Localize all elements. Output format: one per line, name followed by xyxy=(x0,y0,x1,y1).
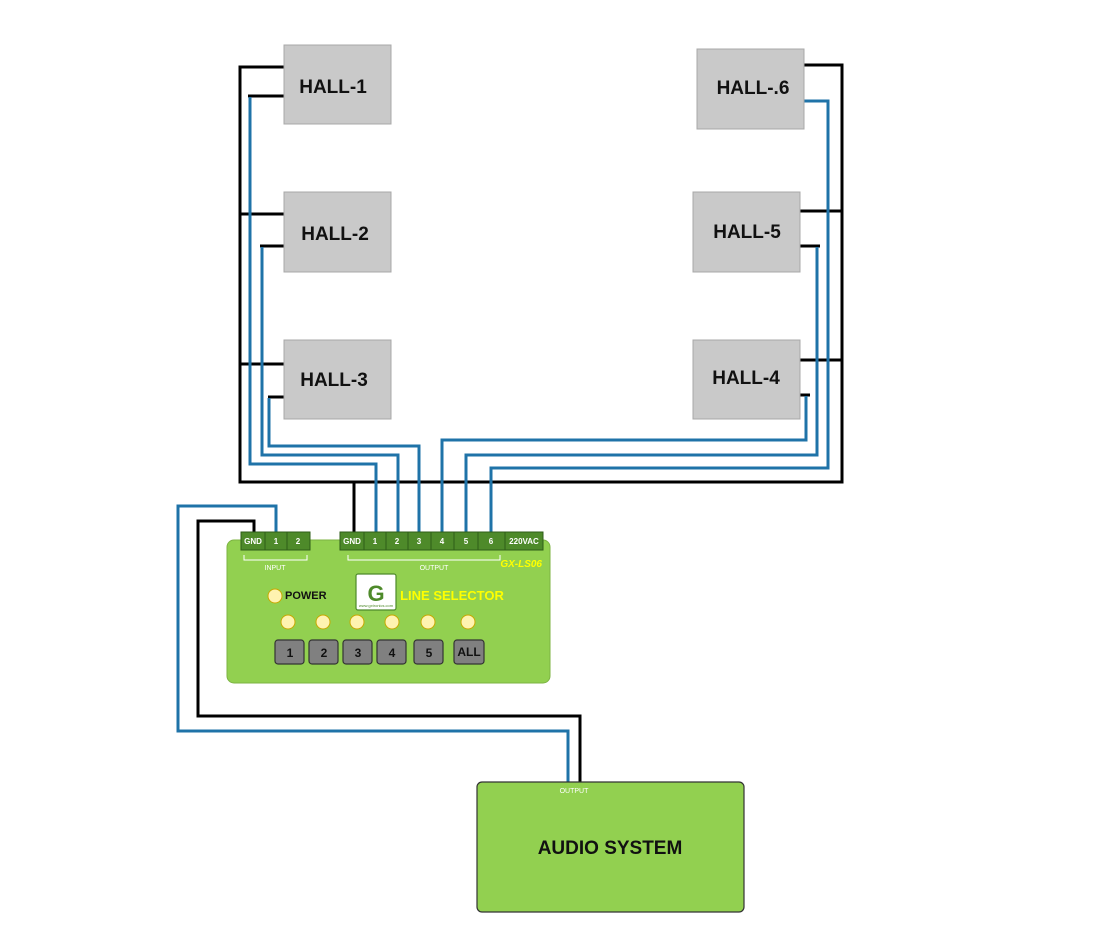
channel-4-button-label: 4 xyxy=(389,646,396,660)
channel-3-button[interactable]: 3 xyxy=(342,639,373,665)
hall-1-box: HALL-1 xyxy=(283,44,392,125)
channel-1-led xyxy=(280,614,296,630)
wire-blue-input xyxy=(176,504,570,782)
power-label: POWER xyxy=(285,590,327,602)
channel-all-button[interactable]: ALL xyxy=(453,639,485,665)
wire-blue-hall2 xyxy=(260,247,400,532)
wire-blue-hall4 xyxy=(440,396,808,532)
device-title: LINE SELECTOR xyxy=(400,588,504,603)
wire-black-input xyxy=(196,519,582,782)
channel-5-led xyxy=(420,614,436,630)
hall-3-box: HALL-3 xyxy=(283,339,392,420)
channel-3-led xyxy=(349,614,365,630)
input-terminal-gnd: GND xyxy=(244,537,262,546)
channel-4-button[interactable]: 4 xyxy=(376,639,407,665)
input-group-label: INPUT xyxy=(265,565,287,572)
output-terminal-block: GND 1 2 3 4 5 6 220VAC OUTPUT xyxy=(339,531,544,572)
wire-blue-hall3 xyxy=(267,398,421,532)
channel-all-led xyxy=(460,614,476,630)
hall-5-label: HALL-5 xyxy=(713,222,781,243)
output-terminal-2: 2 xyxy=(395,537,400,546)
line-selector-device: GND 1 2 INPUT GND 1 2 3 4 5 6 220VAC OUT… xyxy=(226,531,551,684)
hall-1-label: HALL-1 xyxy=(299,77,367,98)
channel-all-button-label: ALL xyxy=(457,645,480,659)
output-terminal-5: 5 xyxy=(464,537,469,546)
power-led xyxy=(267,588,283,604)
channel-3-button-label: 3 xyxy=(355,646,362,660)
logo-g-icon: G xyxy=(367,581,384,606)
wire-left-black-bus xyxy=(238,63,844,484)
output-terminal-6: 6 xyxy=(489,537,494,546)
output-terminal-3: 3 xyxy=(417,537,422,546)
hall-6-label: HALL-.6 xyxy=(717,78,790,99)
wire-blue-hall6 xyxy=(489,99,830,532)
hall-4-label: HALL-4 xyxy=(712,368,780,389)
output-group-label: OUTPUT xyxy=(420,565,450,572)
hall-4-box: HALL-4 xyxy=(692,339,801,420)
channel-2-led xyxy=(315,614,331,630)
input-terminal-block: GND 1 2 INPUT xyxy=(240,531,311,572)
channel-2-button-label: 2 xyxy=(321,646,328,660)
output-terminal-1: 1 xyxy=(373,537,378,546)
output-terminal-220vac: 220VAC xyxy=(509,537,539,546)
output-terminal-4: 4 xyxy=(440,537,445,546)
output-terminal-gnd: GND xyxy=(343,537,361,546)
hall-2-box: HALL-2 xyxy=(283,191,392,273)
channel-1-button-label: 1 xyxy=(287,646,294,660)
input-terminal-1: 1 xyxy=(274,537,279,546)
logo-caption: www.gxtronics.com xyxy=(359,603,394,608)
brand-logo: G www.gxtronics.com xyxy=(355,573,397,611)
wiring xyxy=(176,63,844,782)
channel-5-button[interactable]: 5 xyxy=(413,639,444,665)
hall-6-box: HALL-.6 xyxy=(696,48,805,130)
hall-3-label: HALL-3 xyxy=(300,370,368,391)
input-terminal-2: 2 xyxy=(296,537,301,546)
audio-system-box: OUTPUT AUDIO SYSTEM xyxy=(476,781,745,913)
wire-blue-hall1 xyxy=(248,97,378,532)
channel-1-button[interactable]: 1 xyxy=(274,639,305,665)
model-label: GX-LS06 xyxy=(500,559,542,570)
hall-5-box: HALL-5 xyxy=(692,191,801,273)
audio-output-label: OUTPUT xyxy=(560,788,590,795)
wire-blue-hall5 xyxy=(464,247,819,532)
channel-5-button-label: 5 xyxy=(426,646,433,660)
audio-system-title: AUDIO SYSTEM xyxy=(538,838,683,859)
hall-2-label: HALL-2 xyxy=(301,224,369,245)
channel-4-led xyxy=(384,614,400,630)
channel-2-button[interactable]: 2 xyxy=(308,639,339,665)
